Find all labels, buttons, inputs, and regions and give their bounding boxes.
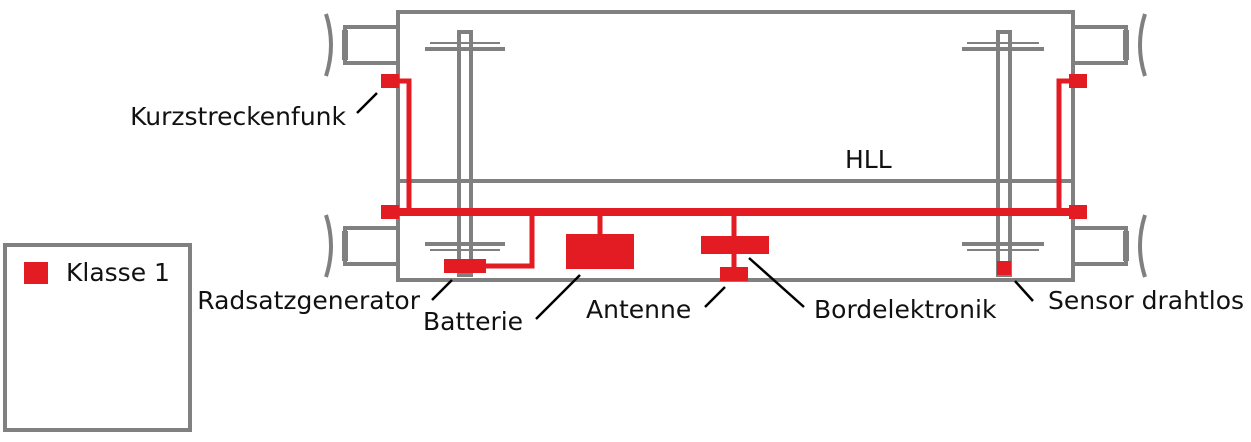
buffer-top-right [1073,13,1147,77]
wagon-structure [3,10,1147,432]
legend-box [3,243,192,432]
antenne-leader [704,286,726,308]
bus-end-right [1069,205,1087,219]
buffer-top-left [324,13,398,77]
radsatzgenerator-leader [431,279,453,301]
hll-label: HLL [845,145,892,174]
axle-left [457,30,473,277]
sensor-box [997,261,1011,275]
sensor-label: Sensor drahtlos [1048,286,1244,315]
batterie-box [566,234,634,269]
bordelektronik-box [701,236,769,254]
buffer-bottom-left [324,214,398,278]
kurzstreckenfunk-leader [356,92,378,114]
batterie-leader [535,274,581,320]
leader-lines [356,92,1034,320]
batterie-label: Batterie [423,307,523,336]
components [24,74,1087,284]
legend-label: Klasse 1 [66,258,170,287]
kurzstreckenfunk-left [381,74,399,88]
antenne-box [720,267,748,281]
radsatzgenerator-box [444,259,486,273]
kurzstreckenfunk-right [1069,74,1087,88]
kurzstreckenfunk-right-wire [1056,78,1078,212]
sensor-leader [1014,280,1034,302]
bordelektronik-leader [748,257,805,308]
radsatzgenerator-label: Radsatzgenerator [197,286,420,315]
antenne-label: Antenne [586,295,691,324]
radsatzgenerator-wire [485,212,535,269]
legend-swatch [24,262,48,284]
bus-end-left [381,205,399,219]
axle-right [996,30,1012,277]
kurzstreckenfunk-label: Kurzstreckenfunk [130,102,346,131]
buffer-bottom-right [1073,214,1147,278]
bordelektronik-label: Bordelektronik [814,295,997,324]
